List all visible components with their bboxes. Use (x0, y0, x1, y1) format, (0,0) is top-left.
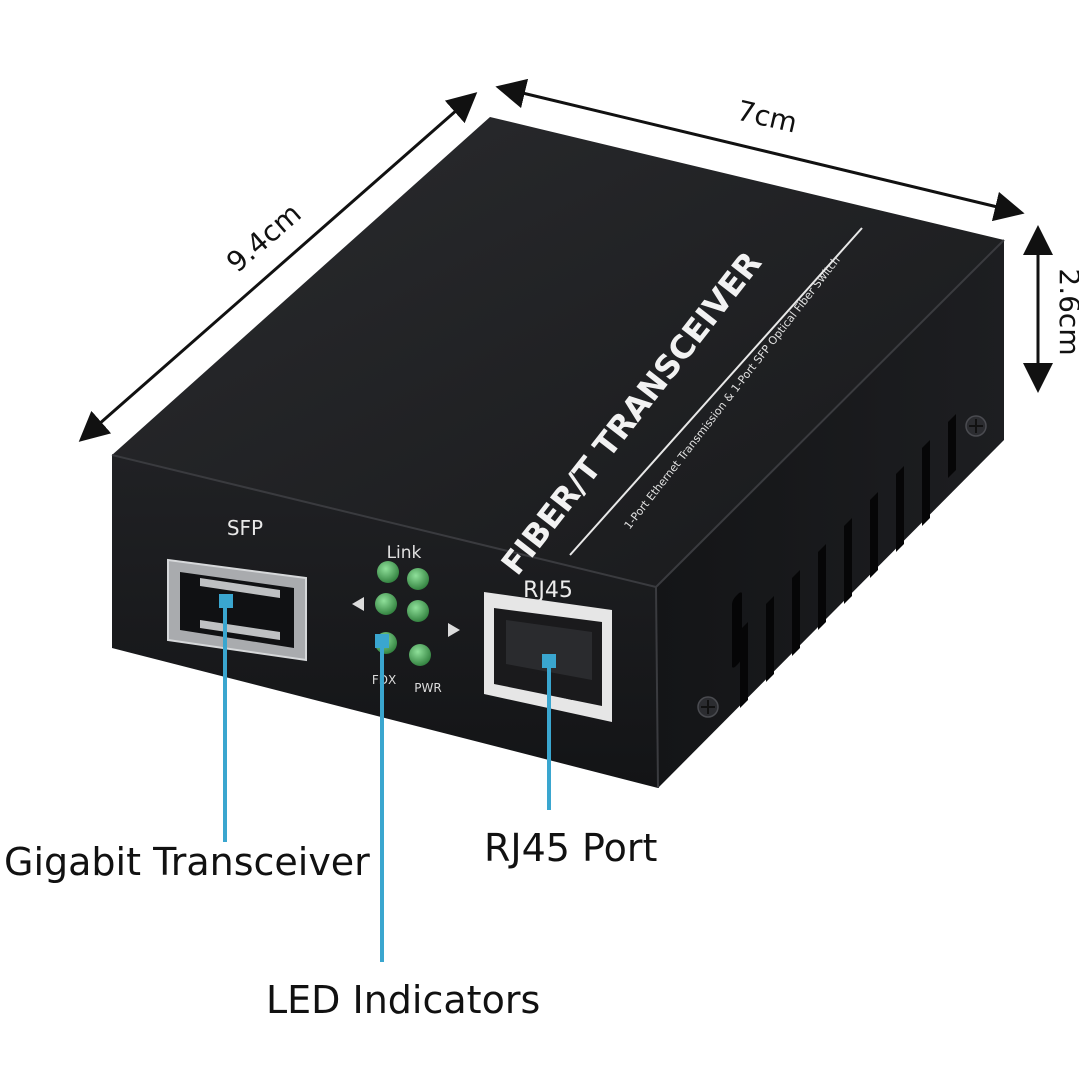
dimension-length-label: 9.4cm (220, 197, 307, 279)
arrow-left-icon (352, 597, 364, 611)
callout-gigabit-transceiver: Gigabit Transceiver (4, 840, 370, 884)
led-icon (407, 600, 429, 622)
front-screw (697, 696, 719, 718)
callout-line-rj45 (542, 654, 556, 810)
callout-led-indicators: LED Indicators (266, 978, 541, 1022)
sfp-port: SFP (167, 516, 307, 662)
dimension-height: 2.6cm (1023, 225, 1079, 393)
callout-rj45-port: RJ45 Port (484, 826, 658, 870)
led-icon (409, 644, 431, 666)
callout-line-gigabit (219, 594, 233, 842)
dimension-width-label: 7cm (734, 94, 800, 140)
dimension-height-label: 2.6cm (1053, 268, 1079, 355)
callout-line-led (375, 634, 389, 962)
sfp-label: SFP (227, 516, 263, 540)
led-icon (377, 561, 399, 583)
led-pwr-label: PWR (414, 681, 441, 695)
side-screw (965, 415, 987, 437)
led-icon (375, 593, 397, 615)
led-link-label: Link (387, 543, 422, 563)
arrow-right-icon (448, 623, 460, 637)
led-icon (407, 568, 429, 590)
side-vent-slots (740, 414, 956, 708)
side-vents (732, 592, 742, 668)
